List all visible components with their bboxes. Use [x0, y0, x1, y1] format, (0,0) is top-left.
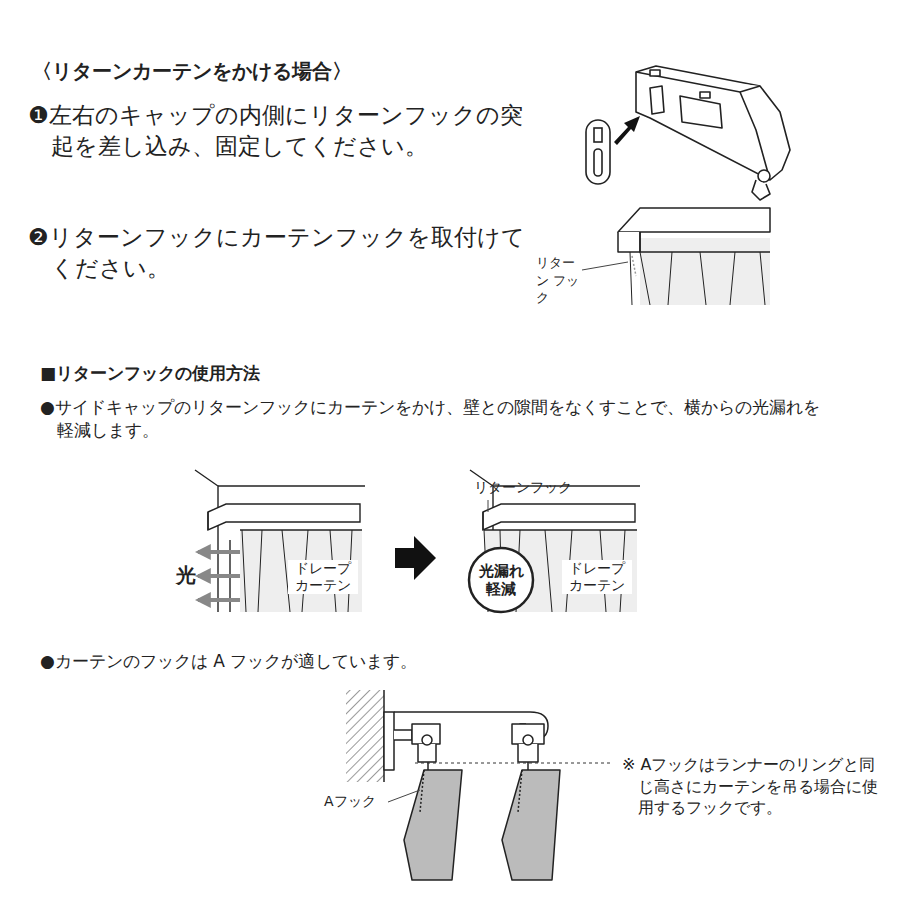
light-label: 光 — [176, 562, 204, 589]
bullet-text: ●カーテンのフックは A フックが適しています。 — [40, 650, 657, 673]
circle-shape — [469, 548, 533, 612]
step-text: ❷リターンフックにカーテンフックを取付けてください。 — [28, 222, 531, 284]
after-illustration — [470, 470, 640, 612]
return-hook-part — [586, 120, 610, 184]
part-name: リターンフック — [474, 478, 604, 497]
curtain-label: ドレープ カーテン — [288, 560, 358, 594]
badge-text: 光漏れ 軽減 — [476, 562, 526, 598]
leader-line — [388, 790, 420, 802]
light-arrows — [198, 552, 240, 600]
badge-circle: 光漏れ 軽減 — [467, 546, 535, 614]
rail-with-return-curtain — [618, 208, 770, 305]
leader-line — [582, 262, 628, 270]
before-illustration — [195, 470, 365, 612]
hook-cross-section — [346, 690, 560, 880]
leader-line — [488, 500, 489, 512]
curtain-label: ドレープ カーテン — [562, 560, 632, 594]
part-name: リターン フック — [536, 254, 586, 307]
transition-arrow — [395, 536, 436, 580]
note-text: ※ Aフックはランナーのリングと同じ高さにカーテンを吊る場合に使用するフックです… — [622, 754, 878, 819]
section-heading: ■リターンフックの使用方法 — [40, 362, 440, 385]
title: 〈リターンカーテンをかける場合〉 — [32, 58, 452, 85]
insert-arrow — [614, 116, 640, 145]
height-line — [415, 763, 612, 764]
side-cap — [636, 66, 790, 200]
bullet-text: ●サイドキャップのリターンフックにカーテンをかけ、壁との隙間をなくすことで、横か… — [40, 396, 827, 442]
part-name: Aフック — [324, 792, 394, 811]
step-text: ❶左右のキャップの内側にリターンフックの突起を差し込み、固定してください。 — [28, 100, 531, 162]
